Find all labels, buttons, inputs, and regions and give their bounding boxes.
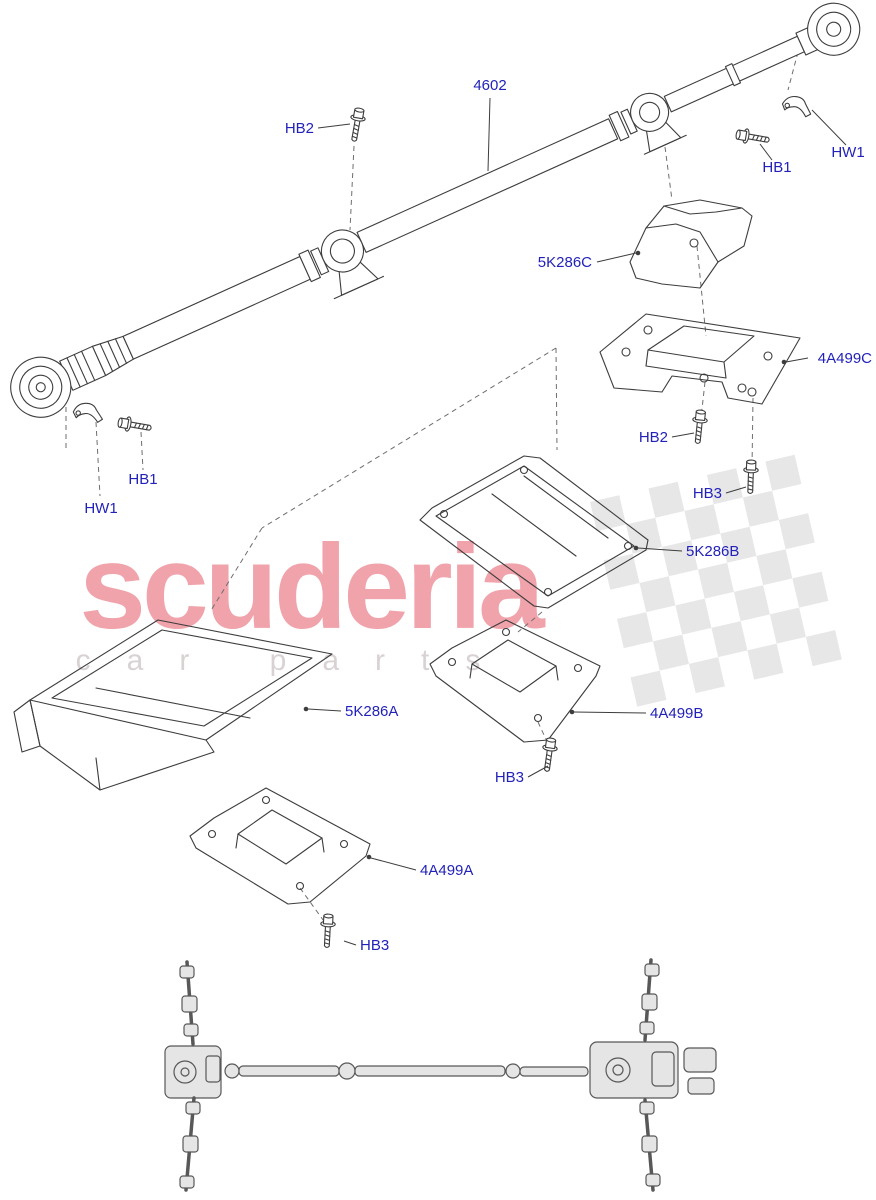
clip-hw1-left xyxy=(71,400,106,424)
alignment-lines xyxy=(65,51,799,925)
bolt-hb3-mid xyxy=(539,736,560,773)
part-label-5k286b[interactable]: 5K286B xyxy=(686,543,739,560)
part-label-hb3-bottom[interactable]: HB3 xyxy=(360,937,389,954)
part-label-hb3-mid[interactable]: HB3 xyxy=(495,769,524,786)
bolt-hb2-top xyxy=(346,106,368,143)
rear-cv-joint xyxy=(630,92,670,132)
part-label-hb3-right[interactable]: HB3 xyxy=(693,485,722,502)
part-label-4a499a[interactable]: 4A499A xyxy=(420,862,473,879)
rear-flange xyxy=(807,2,861,56)
part-label-hb2-top[interactable]: HB2 xyxy=(285,120,314,137)
rear-axle-schematic xyxy=(589,958,717,1192)
bracket-4a499c xyxy=(599,313,801,405)
heat-shield-5k286a xyxy=(13,619,333,791)
front-flange xyxy=(10,356,72,418)
bolt-hb1-right xyxy=(734,126,771,148)
front-axle-schematic xyxy=(164,960,222,1192)
overview-schematic xyxy=(164,958,717,1192)
bolt-hb1-left xyxy=(116,414,153,436)
part-label-5k286a[interactable]: 5K286A xyxy=(345,703,398,720)
heat-shield-5k286c xyxy=(629,199,753,289)
checkered-flag xyxy=(590,454,842,707)
leader-lines xyxy=(303,97,847,946)
part-label-hw1-left[interactable]: HW1 xyxy=(84,500,117,517)
clip-hw1-right xyxy=(780,92,816,119)
part-label-hb2-mid[interactable]: HB2 xyxy=(639,429,668,446)
overview-propshaft xyxy=(224,1062,589,1080)
checkered-flag-icon xyxy=(590,454,842,707)
part-label-4a499c[interactable]: 4A499C xyxy=(818,350,872,367)
part-label-hw1-right[interactable]: HW1 xyxy=(831,144,864,161)
bolt-hb2-mid xyxy=(689,408,709,445)
watermark-subtitle-text: car parts xyxy=(76,644,517,677)
part-label-hb1-left[interactable]: HB1 xyxy=(128,471,157,488)
bracket-4a499b xyxy=(429,619,601,743)
part-label-5k286c[interactable]: 5K286C xyxy=(538,254,592,271)
center-bearing xyxy=(320,229,364,273)
driveshaft-drawing xyxy=(10,2,861,418)
part-label-4a499b[interactable]: 4A499B xyxy=(650,705,703,722)
watermark-brand-text: scuderia xyxy=(79,520,546,654)
part-label-4602[interactable]: 4602 xyxy=(473,77,506,94)
bracket-4a499a xyxy=(189,787,371,905)
heat-shield-5k286b xyxy=(419,455,649,609)
bolt-hb3-right xyxy=(742,459,760,495)
part-label-hb1-right[interactable]: HB1 xyxy=(762,159,791,176)
part-labels: 4602 HB2 HW1 HB1 5K286C 4A499C HB2 HB3 5… xyxy=(84,77,872,954)
watermark: scuderia car parts xyxy=(76,454,842,707)
